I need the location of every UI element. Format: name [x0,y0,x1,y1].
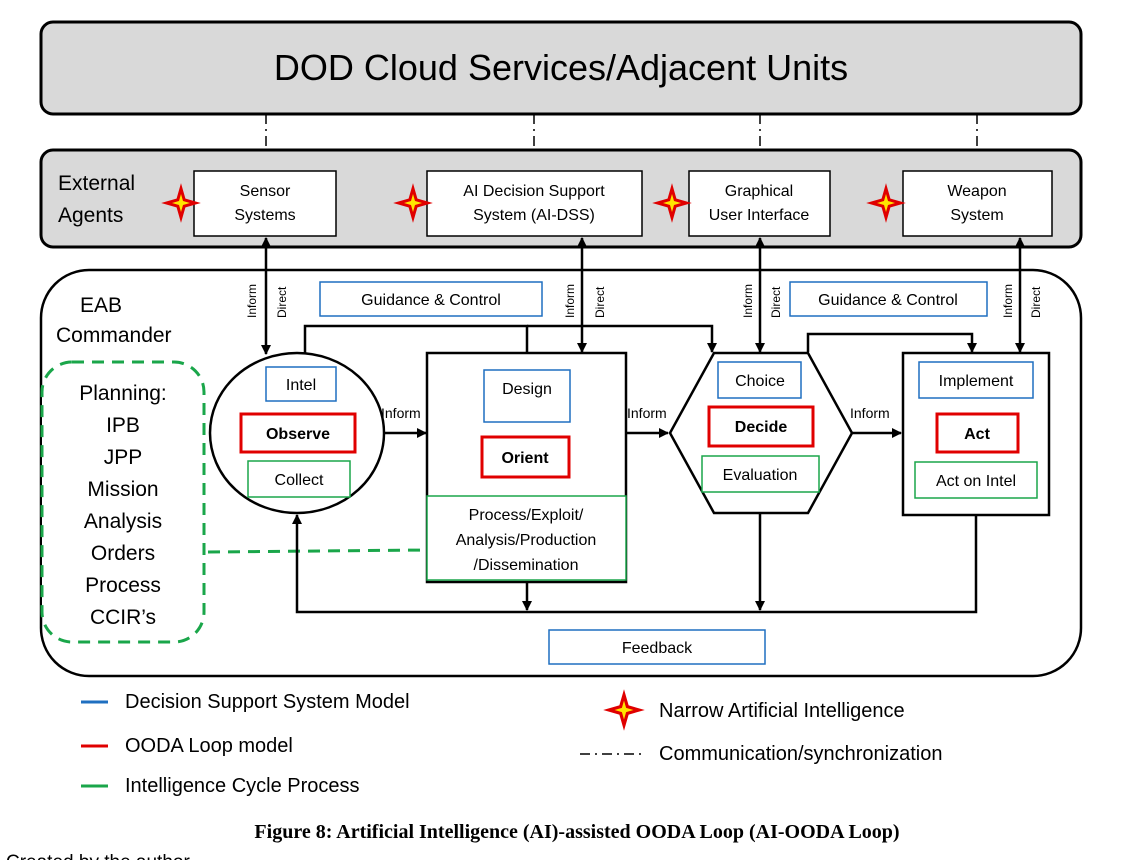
planning-item: CCIR’s [90,606,156,629]
legend-dss: Decision Support System Model [125,691,410,713]
direct-label: Direct [275,286,289,318]
orient-design-box [483,369,571,423]
orient-ped-1: Process/Exploit/ [469,507,584,524]
figure-caption: Figure 8: Artificial Intelligence (AI)-a… [254,821,899,843]
feedback-loop [292,513,978,614]
decide-main-box [707,405,815,448]
guidance-label-left: Guidance & Control [361,292,501,309]
figure-credit: Created by the author [6,852,190,860]
observe-main: Observe [266,426,330,443]
planning-item: IPB [106,414,140,437]
orient-ped-box [426,495,627,581]
inform-label-3: Inform [850,405,890,421]
orient-main: Orient [501,450,549,467]
observe-collect-box [247,460,351,498]
decide-main: Decide [735,419,788,436]
planning-ped-link [207,548,429,554]
observe-intel: Intel [286,377,316,394]
legend: Decision Support System Model OODA Loop … [81,690,942,797]
direct-label: Direct [1029,286,1043,318]
observe-collect: Collect [275,472,324,489]
agent-weapon [902,170,1053,237]
inform-label: Inform [563,284,577,318]
agent-weapon-line1: Weapon [947,183,1006,200]
act-intel-box [914,461,1038,499]
orient-main-box [480,435,571,479]
decide-eval-box [701,455,820,493]
inform-label: Inform [741,284,755,318]
top-banner [39,20,1083,116]
agent-ai-dss-line1: AI Decision Support [463,183,605,200]
feedback-label: Feedback [622,640,693,657]
legend-intel: Intelligence Cycle Process [125,775,360,797]
agent-ai-dss [426,170,643,237]
external-label-2: Agents [58,204,123,227]
agent-ai-dss-line2: System (AI-DSS) [473,207,595,224]
guidance-lines [300,324,977,377]
commander-line1: EAB [80,294,122,317]
agent-sensor [193,170,337,237]
commander-line2: Commander [56,324,172,347]
agent-sensor-line1: Sensor [240,183,291,200]
decide-eval: Evaluation [723,467,798,484]
inform-label: Inform [245,284,259,318]
act-implement-box [918,361,1034,399]
legend-comm: Communication/synchronization [659,743,942,765]
external-label-1: External [58,172,135,195]
act-implement: Implement [939,373,1014,390]
planning-box [40,360,206,644]
guidance-label-right: Guidance & Control [818,292,958,309]
agent-weapon-line2: System [950,207,1003,224]
agent-gui-line1: Graphical [725,183,793,200]
decide-choice-box [717,361,802,399]
top-banner-title: DOD Cloud Services/Adjacent Units [274,47,848,88]
act-main: Act [964,426,990,443]
agent-sensor-line2: Systems [234,207,295,224]
direct-label: Direct [593,286,607,318]
legend-ooda: OODA Loop model [125,735,293,757]
orient-design: Design [502,381,552,398]
inform-label-1: Inform [381,405,421,421]
observe-main-box [239,412,357,454]
planning-title: Planning: [79,382,167,405]
agent-gui-line2: User Interface [709,207,810,224]
inform-label-2: Inform [627,405,667,421]
narrow-ai-star-icon [604,690,644,730]
orient-ped-3: /Dissemination [474,557,579,574]
act-main-box [935,412,1020,454]
planning-item: Mission [87,478,158,501]
guidance-box-left [319,281,543,317]
agent-gui [688,170,831,237]
planning-item: Process [85,574,161,597]
act-intel: Act on Intel [936,473,1016,490]
feedback-box [548,629,766,665]
inform-direct-labels: Inform Direct Inform Direct Inform Direc… [245,284,1043,318]
inform-label: Inform [1001,284,1015,318]
planning-item: JPP [104,446,143,469]
agent-links [261,237,1025,355]
orient-ped-2: Analysis/Production [456,532,597,549]
direct-label: Direct [769,286,783,318]
legend-narrow-ai: Narrow Artificial Intelligence [659,700,905,722]
planning-item: Analysis [84,510,162,533]
decide-choice: Choice [735,373,785,390]
guidance-box-right [789,281,988,317]
planning-item: Orders [91,542,155,565]
observe-intel-box [265,366,337,402]
